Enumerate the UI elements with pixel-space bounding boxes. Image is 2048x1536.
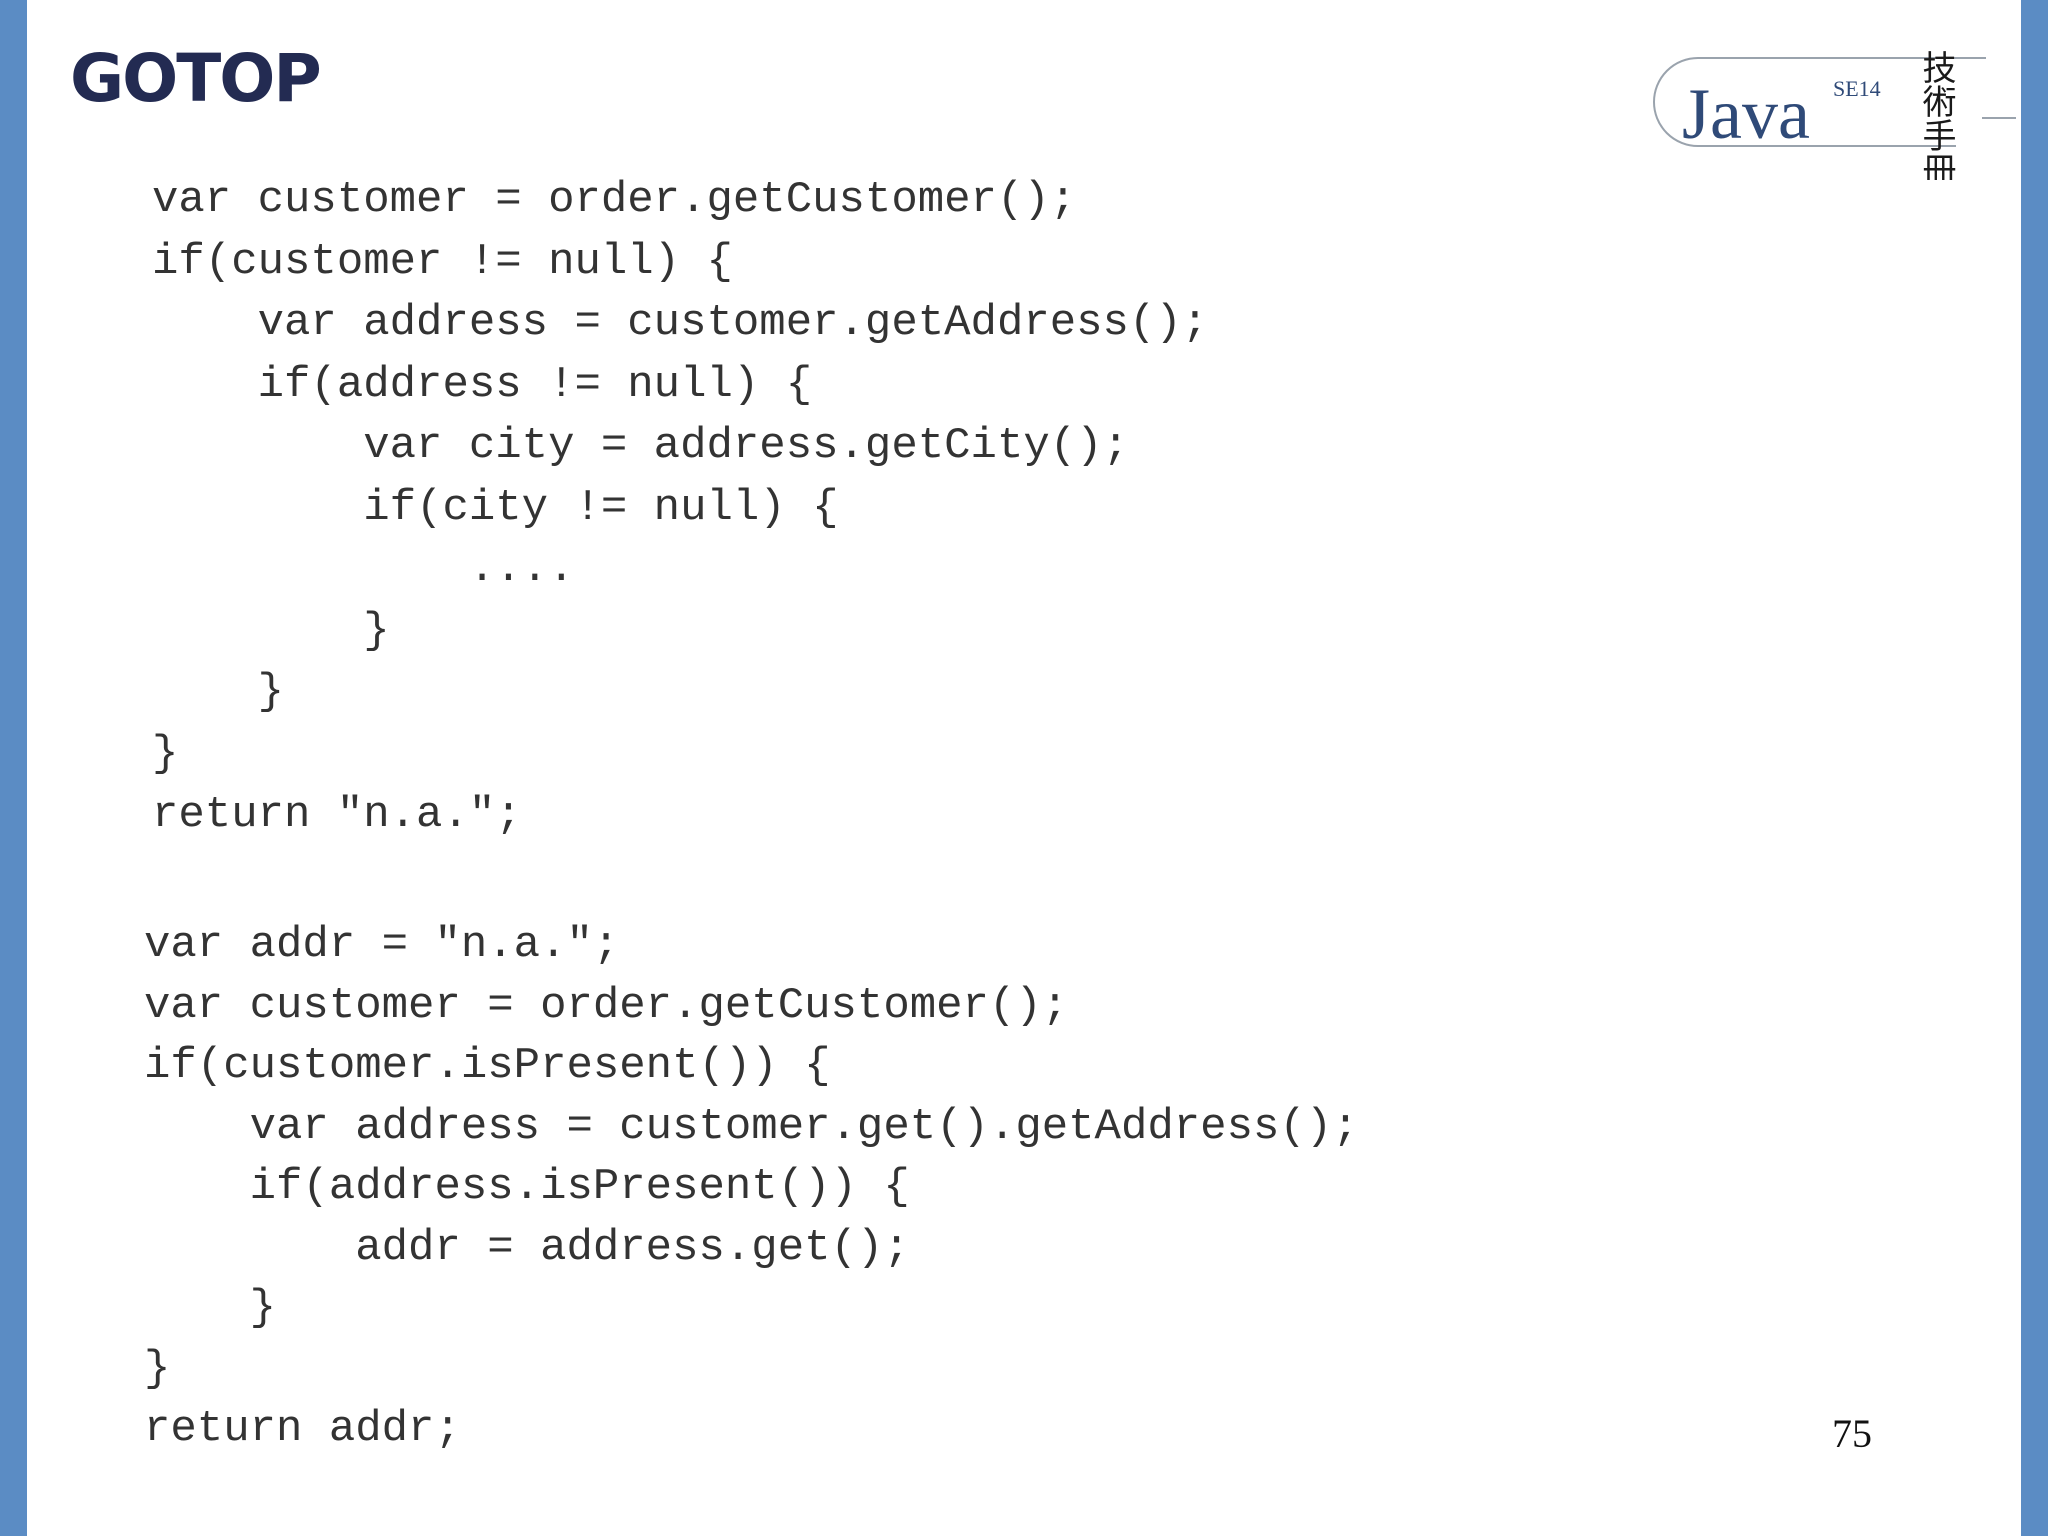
- code-line: var address = customer.getAddress();: [152, 298, 1209, 348]
- page-number: 75: [1832, 1411, 1872, 1456]
- code-line: var address = customer.get().getAddress(…: [144, 1101, 1359, 1152]
- right-accent-bar: [2021, 0, 2048, 1536]
- java-book-badge: Java SE14 技術手冊: [1653, 50, 2016, 180]
- badge-edition: SE14: [1833, 76, 1881, 101]
- code-line: if(address.isPresent()) {: [144, 1162, 910, 1212]
- code-line: }: [152, 667, 285, 717]
- code-line: }: [152, 728, 179, 779]
- code-line: return "n.a.";: [152, 790, 522, 840]
- code-line: if(customer.isPresent()) {: [144, 1041, 831, 1091]
- publisher-logo: GOTOP: [70, 40, 322, 117]
- code-line: ....: [152, 544, 575, 594]
- code-line: var customer = order.getCustomer();: [152, 175, 1077, 225]
- badge-subtitle: 技術手冊: [1916, 50, 1956, 180]
- code-block-null-checks: var customer = order.getCustomer(); if(cu…: [152, 170, 1208, 847]
- code-line: }: [144, 1283, 277, 1333]
- badge-frame: [1653, 57, 1986, 147]
- code-line: if(address != null) {: [152, 359, 813, 410]
- code-block-optional: var addr = "n.a."; var customer = order.g…: [144, 915, 1359, 1460]
- code-line: return addr;: [144, 1404, 461, 1454]
- code-line: }: [152, 605, 390, 656]
- left-accent-bar: [0, 0, 27, 1536]
- code-line: var addr = "n.a.";: [144, 920, 620, 970]
- badge-brand: Java: [1682, 74, 1810, 154]
- code-line: if(customer != null) {: [152, 236, 733, 287]
- code-line: var customer = order.getCustomer();: [144, 980, 1069, 1031]
- code-line: var city = address.getCity();: [152, 421, 1129, 471]
- code-line: addr = address.get();: [144, 1222, 910, 1273]
- code-line: }: [144, 1343, 171, 1394]
- code-line: if(city != null) {: [152, 482, 839, 533]
